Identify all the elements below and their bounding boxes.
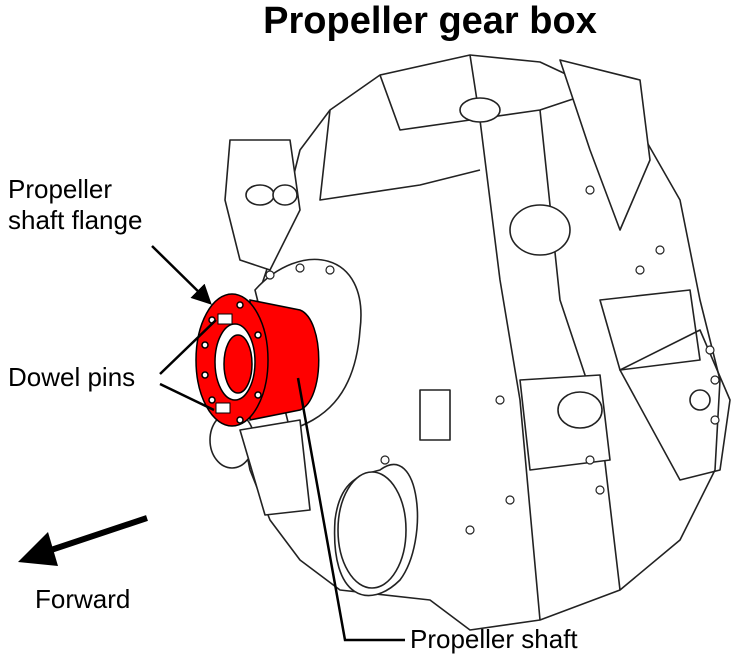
propeller-shaft-label: Propeller shaft: [410, 624, 578, 654]
forward-label: Forward: [35, 584, 131, 614]
dowel-leader-upper: [159, 319, 217, 375]
propeller-shaft-flange: [195, 293, 320, 427]
diagram-title: Propeller gear box: [263, 0, 597, 42]
dowel-pin-upper: [217, 313, 233, 325]
flange-label: Propeller shaft flange: [8, 174, 142, 236]
shaft-leader-line: [296, 377, 405, 642]
flange-label-line2: shaft flange: [8, 205, 143, 235]
dowel-leader-lower: [159, 382, 215, 412]
forward-arrow-icon: [18, 515, 148, 566]
flange-label-line1: Propeller: [8, 174, 113, 204]
dowel-pin-lower: [215, 402, 231, 414]
dowel-pins-label: Dowel pins: [8, 362, 136, 392]
gearbox-bolts: [265, 185, 720, 535]
flange-leader-arrow: [151, 245, 212, 305]
